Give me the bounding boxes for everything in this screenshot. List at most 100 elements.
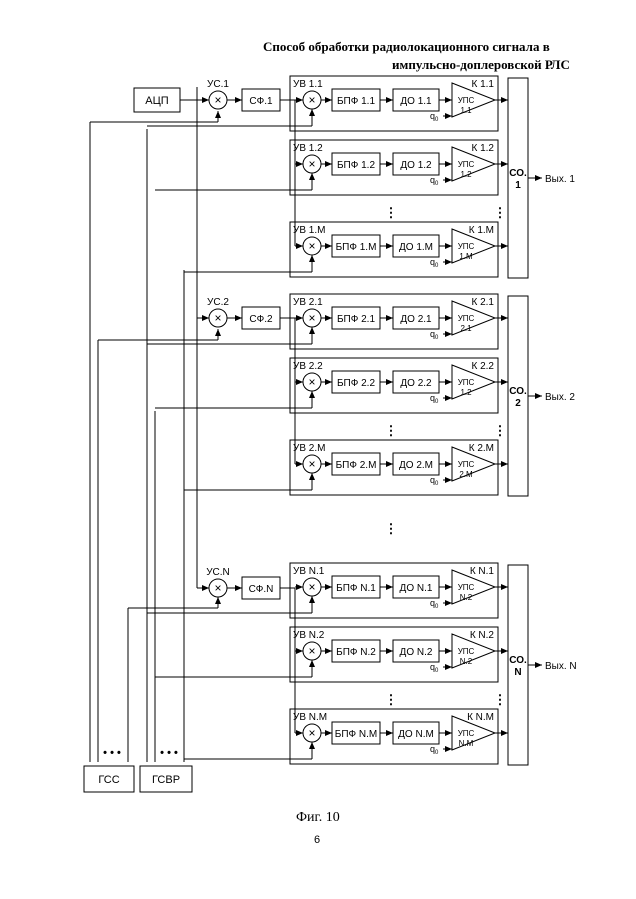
do-label: ДО N.M (398, 729, 434, 740)
so-number: N (514, 667, 521, 678)
k-label: К 2.1 (471, 297, 494, 308)
channel-block: УВ 1.МК 1.М×БПФ 1.МДО 1.МУПС1.Мq0 (184, 222, 508, 277)
svg-text:×: × (308, 239, 315, 253)
channel-ellipsis: ⋮ (494, 692, 507, 707)
channel-block: УВ 2.МК 2.М×БПФ 2.МДО 2.МУПС2.Мq0 (184, 440, 508, 495)
bpf-label: БПФ 1.М (336, 242, 377, 253)
do-label: ДО 2.2 (400, 378, 432, 389)
uv-label: УВ 1.1 (293, 79, 323, 90)
bpf-label: БПФ N.2 (336, 647, 376, 658)
gss-label: ГСС (98, 774, 119, 786)
uv-label: УВ 1.М (293, 225, 325, 236)
q0-label: q0 (430, 598, 439, 610)
processing-group-1: ×УС.1СФ.1СО.1Вых. 1УВ 1.1К 1.1×БПФ 1.1ДО… (147, 76, 575, 278)
so-number: 2 (515, 398, 521, 409)
q0-label: q0 (430, 744, 439, 756)
k-label: К 2.2 (471, 361, 494, 372)
us-label: УС.2 (207, 297, 229, 308)
bpf-label: БПФ 1.2 (337, 160, 375, 171)
ups-label: УПС (458, 96, 475, 105)
channel-ellipsis: ⋮ (385, 692, 398, 707)
bpf-label: БПФ 1.1 (337, 96, 375, 107)
so-label: СО. (509, 655, 527, 666)
ups-label: УПС (458, 647, 475, 656)
bpf-label: БПФ 2.1 (337, 314, 375, 325)
figure-caption: Фиг. 10 (296, 810, 340, 826)
uv-label: УВ N.2 (293, 630, 325, 641)
bpf-label: БПФ 2.2 (337, 378, 375, 389)
uv-multiplier: × (303, 578, 321, 596)
bpf-label: БПФ N.1 (336, 583, 376, 594)
bpf-label: БПФ N.M (335, 729, 377, 740)
so-label: СО. (509, 386, 527, 397)
channel-ellipsis: ⋮ (494, 205, 507, 220)
ups-index: N.2 (460, 657, 473, 666)
so-label: СО. (509, 168, 527, 179)
q0-label: q0 (430, 393, 439, 405)
output-label: Вых. N (545, 661, 577, 672)
output-label: Вых. 1 (545, 174, 575, 185)
channel-block: УВ N.M К N.M × БПФ N.M ДО N.M УПСN.M q0 (184, 709, 508, 764)
channel-ellipsis: ⋮ (385, 205, 398, 220)
uv-label: УВ N.M (293, 712, 327, 723)
uv-multiplier: × (303, 373, 321, 391)
us-multiplier: × (209, 91, 227, 109)
channel-block: УВ N.2К N.2×БПФ N.2ДО N.2УПСN.2q0 (155, 627, 508, 682)
uv-multiplier: × (303, 724, 321, 742)
bpf-label: БПФ 2.М (336, 460, 377, 471)
gsvr-label: ГСВР (152, 774, 180, 786)
processing-group-2: ×УС.2СФ.2СО.2Вых. 2УВ 2.1К 2.1×БПФ 2.1ДО… (147, 294, 575, 496)
k-label: К N.1 (470, 566, 495, 577)
svg-text:×: × (308, 457, 315, 471)
ups-index: 1.2 (460, 170, 472, 179)
uv-label: УВ 1.2 (293, 143, 323, 154)
k-label: К N.M (467, 712, 494, 723)
do-label: ДО 1.2 (400, 160, 432, 171)
gss-dots: • • • (103, 747, 121, 759)
svg-text:×: × (308, 157, 315, 171)
k-label: К 1.1 (471, 79, 494, 90)
q0-label: q0 (430, 662, 439, 674)
so-number: 1 (515, 180, 521, 191)
processing-group-3: ×УС.NСФ.NСО.NВых. NУВ N.1К N.1×БПФ N.1ДО… (147, 563, 577, 765)
ups-index: N.M (459, 739, 474, 748)
do-label: ДО 1.1 (400, 96, 432, 107)
output-label: Вых. 2 (545, 392, 575, 403)
uv-multiplier: × (303, 155, 321, 173)
uv-multiplier: × (303, 455, 321, 473)
ups-label: УПС (458, 729, 475, 738)
q0-label: q0 (430, 175, 439, 187)
do-label: ДО 2.1 (400, 314, 432, 325)
do-label: ДО 1.М (399, 242, 433, 253)
sf-label: СФ.N (249, 584, 274, 595)
svg-text:×: × (308, 311, 315, 325)
ups-label: УПС (458, 314, 475, 323)
us-label: УС.N (206, 567, 230, 578)
channel-block: УВ 2.2К 2.2×БПФ 2.2ДО 2.2УПС1.2q0 (155, 358, 508, 413)
page-number: 6 (314, 834, 320, 846)
q0-label: q0 (430, 111, 439, 123)
k-label: К 2.М (469, 443, 494, 454)
svg-text:×: × (308, 375, 315, 389)
do-label: ДО N.2 (400, 647, 433, 658)
k-label: К N.2 (470, 630, 495, 641)
ups-index: 1.М (459, 252, 473, 261)
uv-label: УВ 2.1 (293, 297, 323, 308)
svg-text:×: × (308, 726, 315, 740)
channel-block: УВ 1.2 К 1.2 × БПФ 1.2 ДО 1.2 УПС1.2 q0 (155, 140, 508, 195)
sf-label: СФ.1 (249, 96, 273, 107)
group-ellipsis: ⋮ (385, 521, 398, 536)
ups-label: УПС (458, 242, 475, 251)
ups-label: УПС (458, 160, 475, 169)
uv-multiplier: × (303, 237, 321, 255)
k-label: К 1.2 (471, 143, 494, 154)
channel-block: УВ 2.1К 2.1×БПФ 2.1ДО 2.1УПС2.1q0 (147, 294, 508, 349)
svg-text:×: × (214, 311, 221, 325)
channel-block: УВ 1.1К 1.1×БПФ 1.1ДО 1.1УПС1.1q0 (147, 76, 508, 131)
ups-index: 2.1 (460, 324, 472, 333)
channel-ellipsis: ⋮ (385, 423, 398, 438)
k-label: К 1.М (469, 225, 494, 236)
us-multiplier: × (209, 309, 227, 327)
uv-label: УВ 2.М (293, 443, 325, 454)
uv-multiplier: × (303, 309, 321, 327)
